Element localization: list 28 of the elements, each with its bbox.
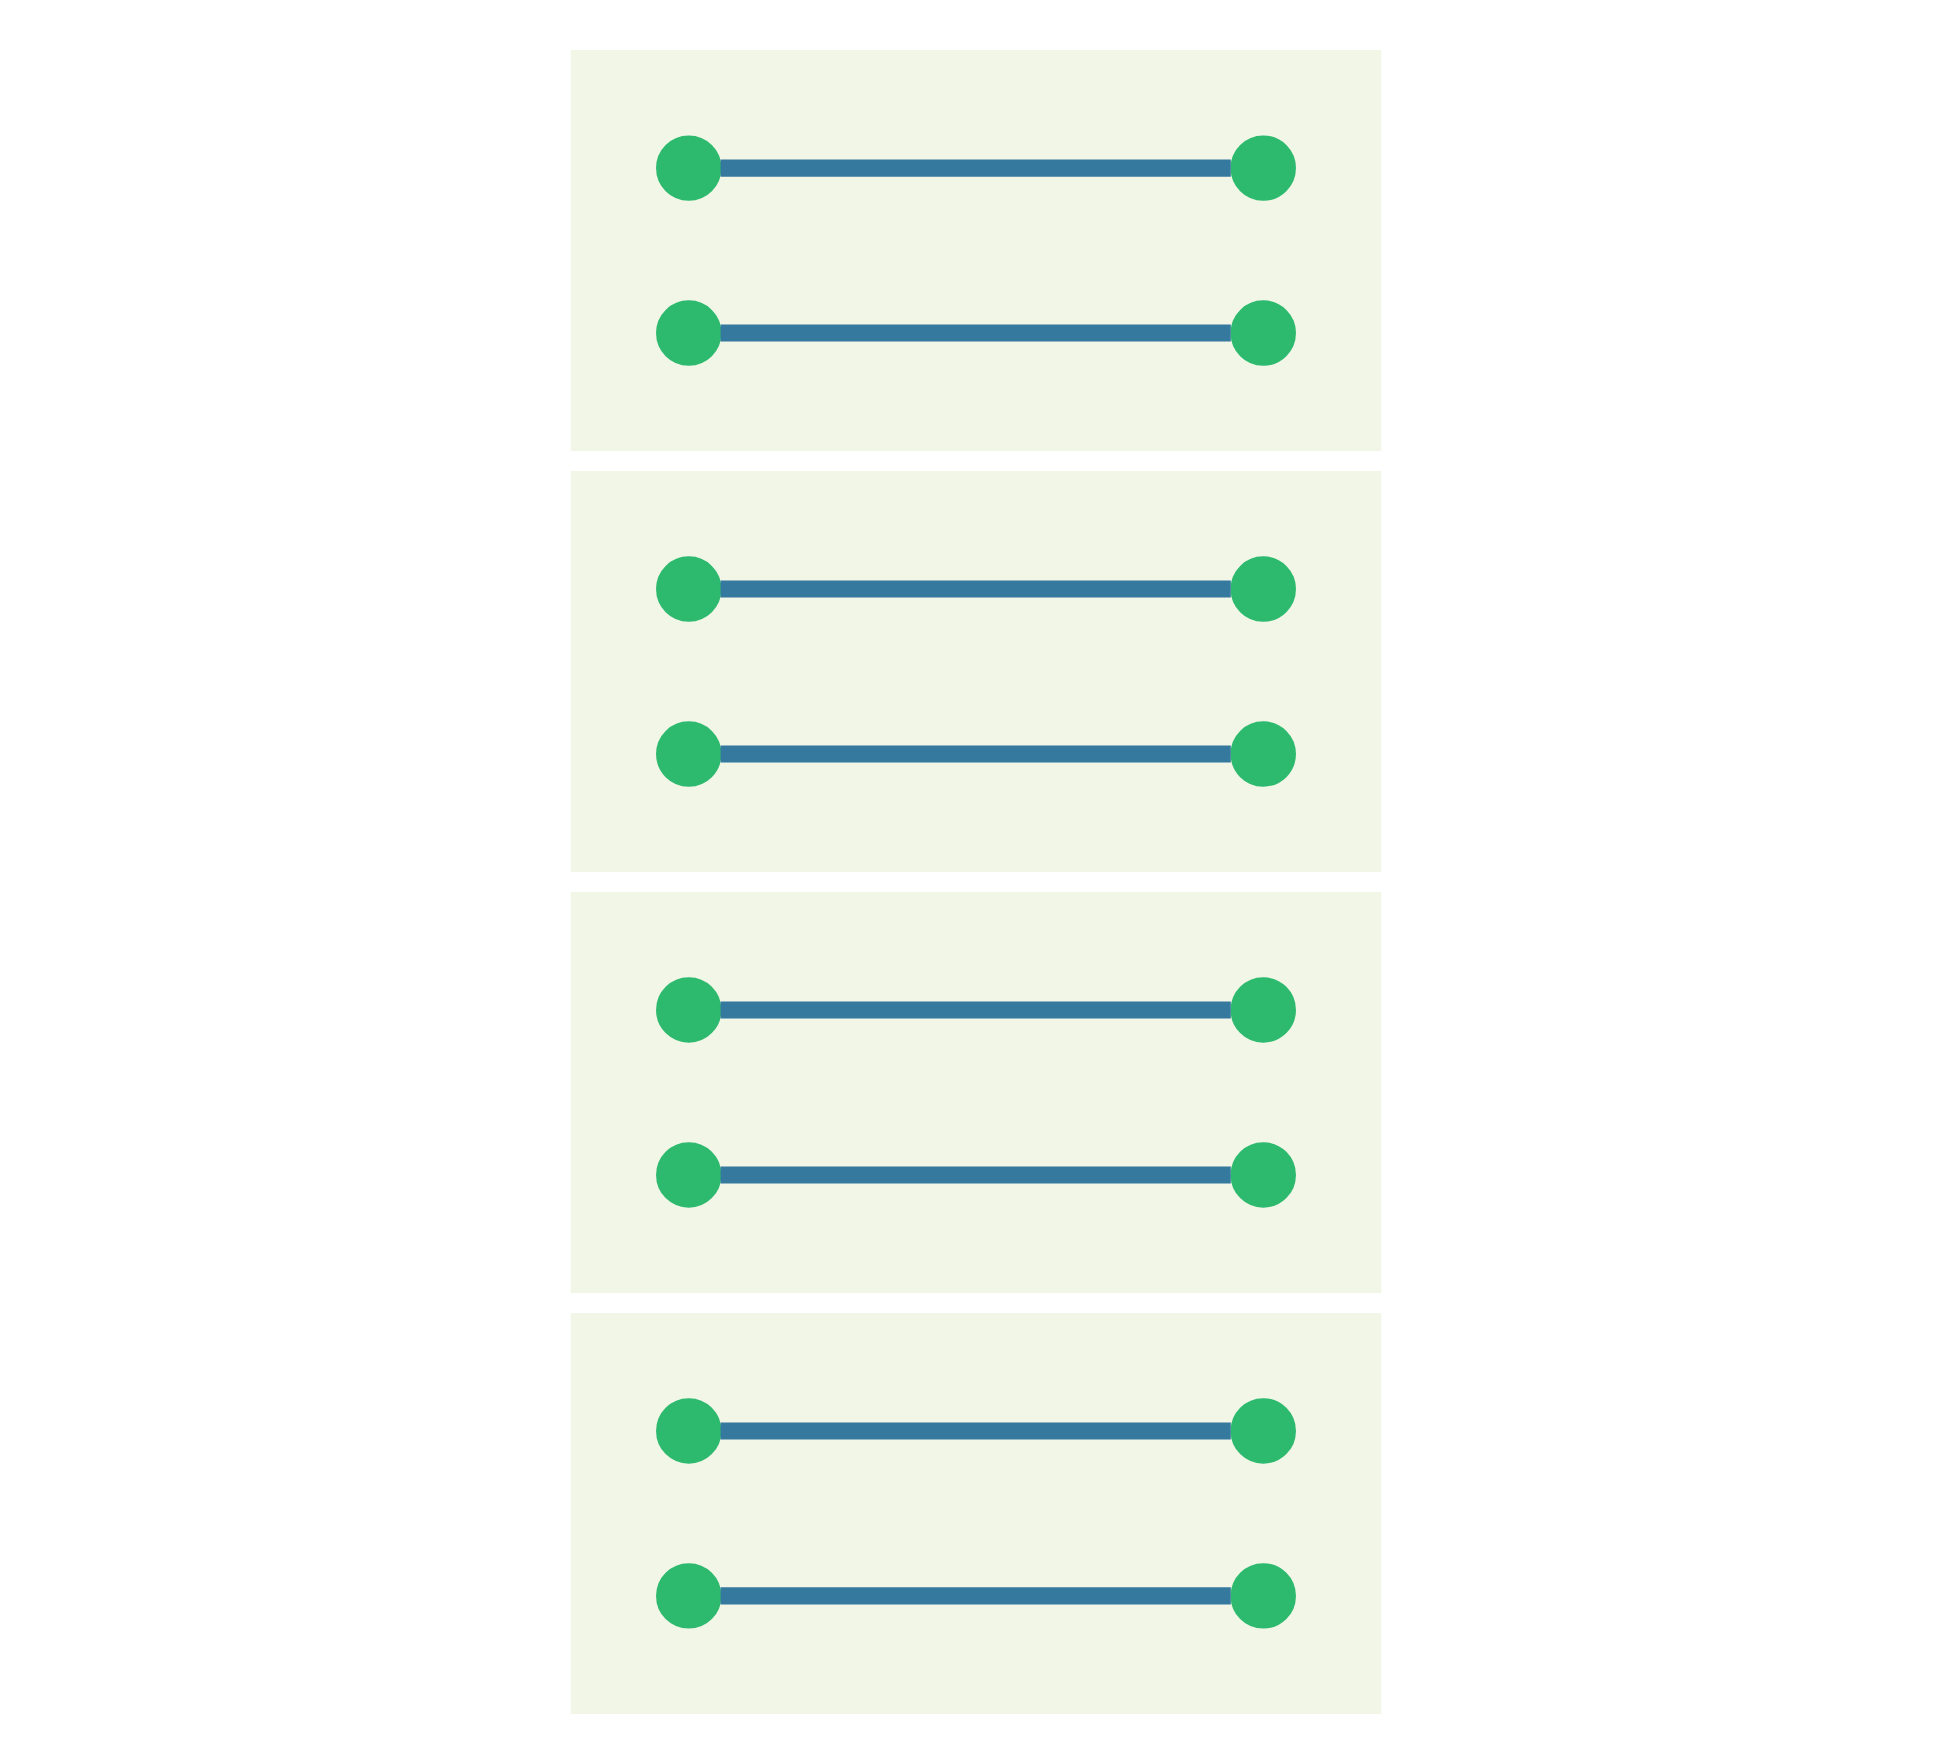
connector: [720, 1422, 1231, 1440]
node-circle: [656, 1563, 722, 1629]
cluster: [570, 1312, 1382, 1714]
node-circle: [1230, 721, 1296, 787]
connector: [720, 159, 1231, 177]
node-circle: [656, 1142, 722, 1208]
connector: [720, 324, 1231, 342]
cluster: [570, 891, 1382, 1293]
node-circle: [656, 721, 722, 787]
node-circle: [656, 135, 722, 201]
connector: [720, 580, 1231, 598]
node-circle: [1230, 1142, 1296, 1208]
cluster: [570, 50, 1382, 452]
node-circle: [1230, 135, 1296, 201]
cluster: [570, 471, 1382, 873]
node-circle: [656, 1398, 722, 1464]
node-circle: [1230, 977, 1296, 1043]
connector: [720, 1166, 1231, 1184]
connector: [720, 745, 1231, 763]
node-circle: [1230, 300, 1296, 366]
node-circle: [1230, 556, 1296, 622]
connector: [720, 1587, 1231, 1605]
node-circle: [1230, 1398, 1296, 1464]
node-circle: [656, 977, 722, 1043]
node-circle: [1230, 1563, 1296, 1629]
node-circle: [656, 300, 722, 366]
connector: [720, 1001, 1231, 1019]
node-circle: [656, 556, 722, 622]
